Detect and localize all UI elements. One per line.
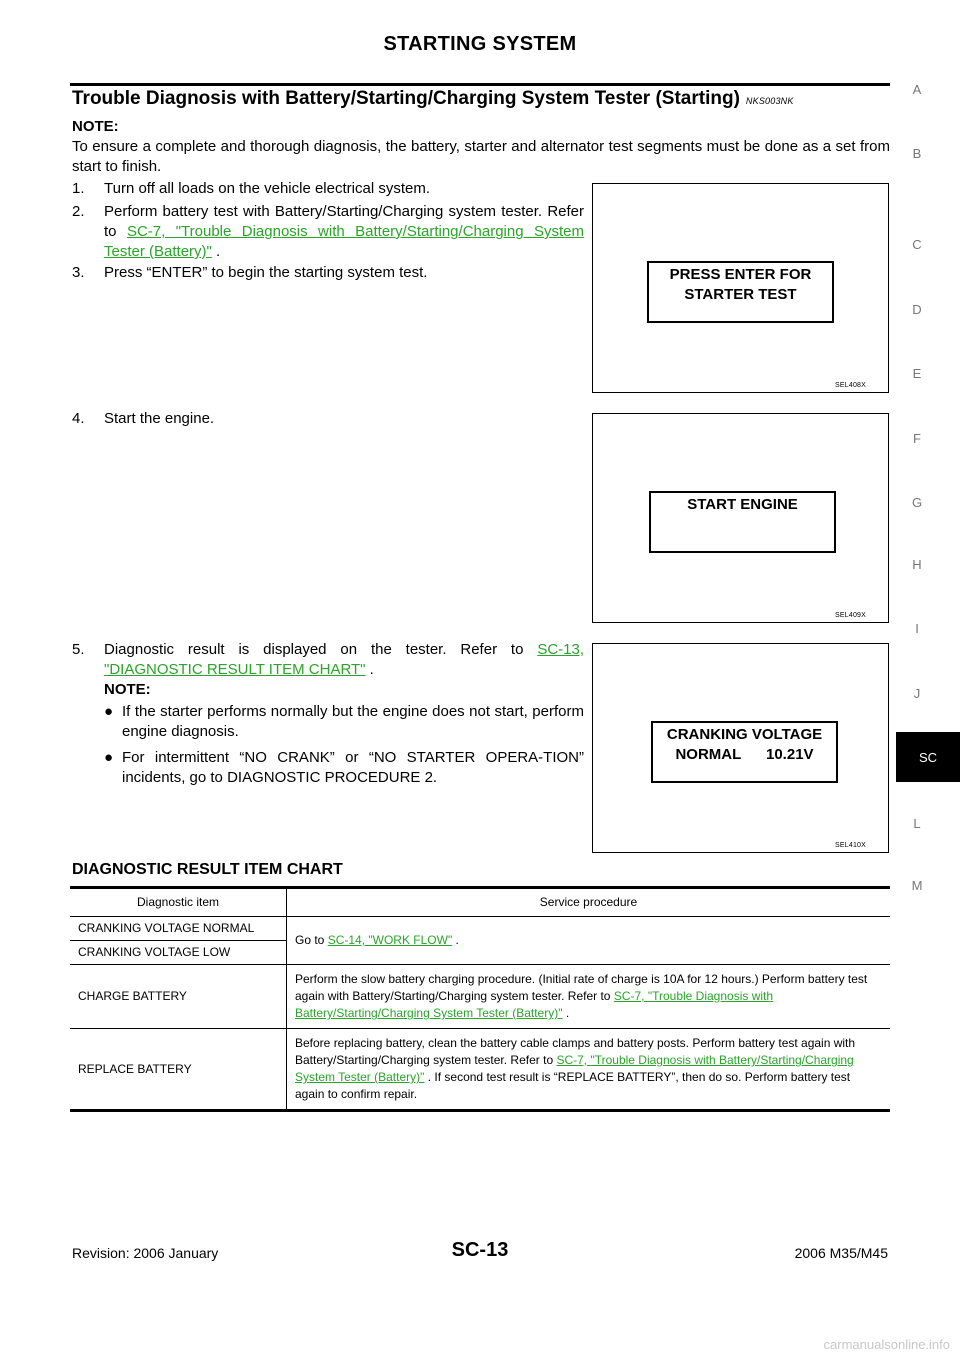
sidebar-index-a[interactable]: A	[912, 82, 922, 97]
step-5-note-bullet-1-text: If the starter performs normally but the…	[122, 703, 584, 740]
step-3-number: 3.	[72, 264, 85, 281]
section-title: Trouble Diagnosis with Battery/Starting/…	[72, 88, 794, 110]
sidebar-index-h[interactable]: H	[912, 557, 922, 572]
step-3: 3. Press “ENTER” to begin the starting s…	[72, 263, 584, 283]
section-title-text: Trouble Diagnosis with Battery/Starting/…	[72, 88, 740, 109]
footer-page-number: SC-13	[451, 1239, 509, 1261]
sidebar-index-j[interactable]: J	[913, 686, 921, 701]
bullet-icon: ●	[104, 703, 114, 720]
step-5-note-label: NOTE:	[104, 681, 151, 698]
row-procedure-charge-battery: Perform the slow battery charging proced…	[286, 964, 890, 1029]
sidebar-index-sc-active[interactable]: SC	[896, 732, 960, 782]
step-5-number: 5.	[72, 641, 85, 658]
table-row: CHARGE BATTERY Perform the slow battery …	[70, 964, 890, 1029]
sidebar-index-g[interactable]: G	[911, 495, 923, 510]
intro-note-label: NOTE:	[72, 118, 119, 135]
row-procedure-work-flow: Go to SC-14, "WORK FLOW" .	[286, 916, 890, 965]
screen-line-1: CRANKING VOLTAGE	[666, 726, 823, 743]
intro-note-text: To ensure a complete and thorough diagno…	[72, 138, 890, 175]
column-header-procedure: Service procedure	[286, 887, 890, 917]
screen-line-1: PRESS ENTER FOR	[669, 266, 812, 283]
header-rule	[70, 83, 890, 86]
step-2-text-before: Perform battery test with Battery/Starti…	[104, 203, 584, 240]
step-5-note-bullet-1: ● If the starter performs normally but th…	[104, 702, 584, 742]
table-row: CRANKING VOLTAGE NORMAL Go to SC-14, "WO…	[70, 916, 890, 965]
screen-line-2: STARTER TEST	[684, 286, 797, 303]
step-3-text: Press “ENTER” to begin the starting syst…	[104, 264, 428, 281]
sidebar-index-e[interactable]: E	[912, 366, 922, 381]
footer-model: 2006 M35/M45	[794, 1245, 888, 1261]
step-1-text: Turn off all loads on the vehicle electr…	[104, 180, 430, 197]
tester-screen-cranking-voltage: CRANKING VOLTAGE NORMAL 10.21V	[651, 721, 838, 783]
sidebar-index-m[interactable]: M	[911, 878, 923, 893]
figure-press-enter: PRESS ENTER FOR STARTER TEST SEL408X	[592, 183, 889, 393]
diagnostic-result-table: Diagnostic item Service procedure CRANKI…	[70, 886, 890, 1112]
watermark: carmanualsonline.info	[823, 1337, 950, 1352]
tester-screen-start-engine: START ENGINE	[649, 491, 836, 553]
procedure-text: Go to	[295, 933, 328, 947]
figure-code: SEL410X	[835, 842, 866, 849]
link-sc14-work-flow[interactable]: SC-14, "WORK FLOW"	[327, 933, 453, 947]
link-sc7-battery-test[interactable]: SC-7, "Trouble Diagnosis with Battery/St…	[295, 989, 774, 1020]
step-5-text-before: Diagnostic result is displayed on the te…	[104, 641, 538, 658]
step-2-text-after: .	[211, 243, 221, 260]
screen-line-1: START ENGINE	[687, 496, 798, 513]
sidebar-index-b[interactable]: B	[912, 146, 922, 161]
row-item-replace-battery: REPLACE BATTERY	[70, 1028, 287, 1112]
table-row: REPLACE BATTERY Before replacing battery…	[70, 1028, 890, 1112]
step-5-note-bullet-2-text: For intermittent “NO CRANK” or “NO START…	[122, 749, 584, 786]
section-code: NKS003NK	[745, 96, 794, 106]
figure-code: SEL409X	[835, 612, 866, 619]
sidebar-index-d[interactable]: D	[912, 302, 922, 317]
step-5-link-sc13[interactable]: SC-13, "DIAGNOSTIC RESULT ITEM CHART"	[104, 641, 584, 678]
procedure-text: Before replacing battery, clean the batt…	[295, 1036, 856, 1067]
intro-note: NOTE: To ensure a complete and thorough …	[72, 117, 890, 177]
chart-heading: DIAGNOSTIC RESULT ITEM CHART	[72, 861, 343, 878]
footer-revision: Revision: 2006 January	[72, 1245, 219, 1261]
step-5-note-bullet-2: ● For intermittent “NO CRANK” or “NO STAR…	[104, 748, 584, 788]
tester-screen-press-enter: PRESS ENTER FOR STARTER TEST	[647, 261, 834, 323]
step-2: 2. Perform battery test with Battery/Sta…	[72, 202, 584, 262]
step-2-link-sc7[interactable]: SC-7, "Trouble Diagnosis with Battery/St…	[104, 223, 584, 260]
column-header-item: Diagnostic item	[70, 887, 287, 917]
step-5-text: Diagnostic result is displayed on the te…	[104, 640, 584, 680]
step-2-number: 2.	[72, 203, 85, 220]
sidebar-index-i[interactable]: I	[915, 621, 919, 636]
sidebar-index-f[interactable]: F	[913, 431, 921, 446]
link-sc7-battery-test-2[interactable]: SC-7, "Trouble Diagnosis with Battery/St…	[295, 1053, 854, 1084]
screen-line-2: NORMAL 10.21V	[675, 746, 814, 763]
procedure-text: . If second test result is “REPLACE BATT…	[295, 1070, 851, 1101]
step-1: 1. Turn off all loads on the vehicle ele…	[72, 179, 584, 199]
step-1-number: 1.	[72, 180, 85, 197]
row-item-cranking-low: CRANKING VOLTAGE LOW	[70, 940, 287, 965]
figure-code: SEL408X	[835, 382, 866, 389]
procedure-text: .	[452, 933, 459, 947]
step-4: 4. Start the engine.	[72, 409, 584, 429]
page-header-title: STARTING SYSTEM	[383, 33, 577, 55]
bullet-icon: ●	[104, 749, 114, 766]
figure-cranking-voltage: CRANKING VOLTAGE NORMAL 10.21V SEL410X	[592, 643, 889, 853]
table-header-row: Diagnostic item Service procedure	[70, 887, 890, 917]
step-4-number: 4.	[72, 410, 85, 427]
row-item-cranking-normal: CRANKING VOLTAGE NORMAL	[70, 916, 287, 941]
row-procedure-replace-battery: Before replacing battery, clean the batt…	[286, 1028, 890, 1112]
step-5-note: NOTE: ● If the starter performs normally …	[104, 680, 584, 788]
step-2-text: Perform battery test with Battery/Starti…	[104, 202, 584, 262]
step-5-text-after: .	[365, 661, 374, 678]
step-4-text: Start the engine.	[104, 410, 215, 427]
row-item-charge-battery: CHARGE BATTERY	[70, 964, 287, 1029]
figure-start-engine: START ENGINE SEL409X	[592, 413, 889, 623]
procedure-text: Perform the slow battery charging proced…	[295, 972, 868, 1003]
sidebar-index-c[interactable]: C	[912, 237, 922, 252]
procedure-text: .	[562, 1006, 570, 1020]
sidebar-index-l[interactable]: L	[913, 816, 921, 831]
step-5: 5. Diagnostic result is displayed on the…	[72, 640, 584, 680]
table-row: CRANKING VOLTAGE LOW	[70, 940, 890, 965]
